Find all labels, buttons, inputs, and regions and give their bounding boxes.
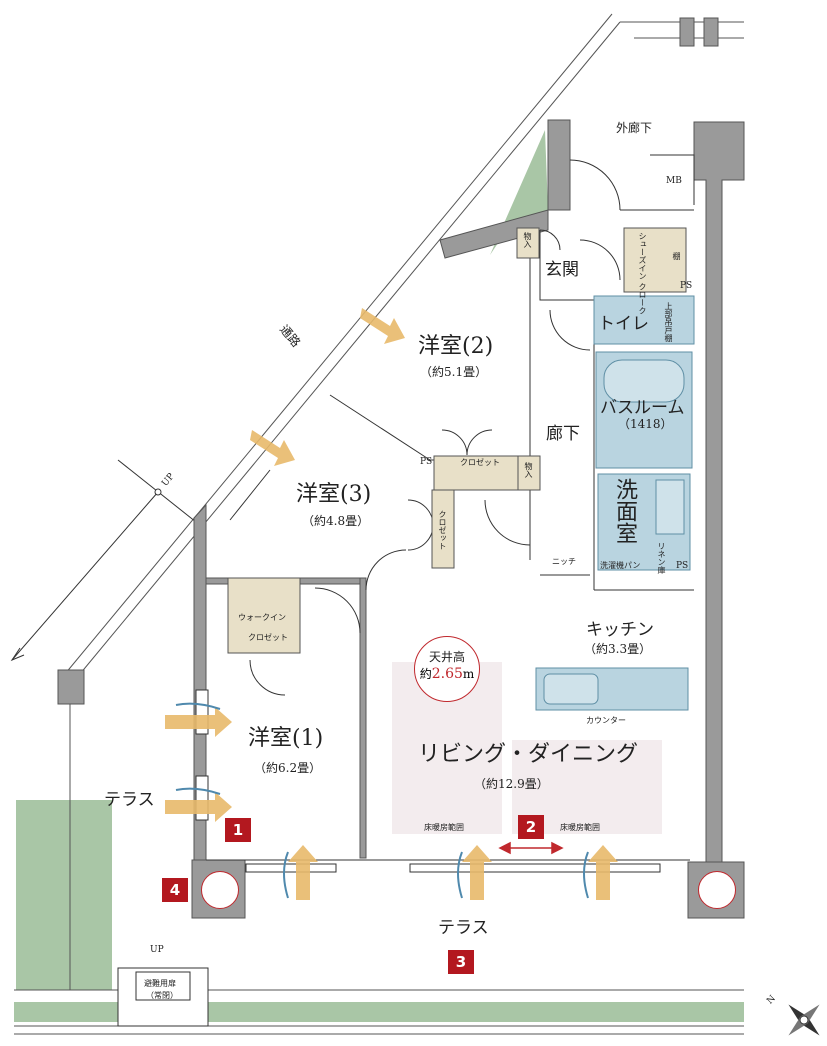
greenery-left bbox=[16, 800, 112, 990]
bathroom-label: バスルーム bbox=[600, 398, 685, 418]
walkin-line2: クロゼット bbox=[248, 633, 288, 642]
up-arrow-dot bbox=[154, 488, 162, 496]
closet-side-label: クロゼット bbox=[438, 510, 447, 550]
western1-area-label: （約6.2畳） bbox=[254, 761, 322, 775]
ps-top-label: PS bbox=[680, 281, 693, 291]
airflow-arrows bbox=[165, 308, 618, 900]
toilet-shelf-label: 上部吊戸棚 bbox=[664, 302, 673, 342]
bathroom-size-label: （1418） bbox=[618, 417, 673, 431]
outer-corridor-label: 外廊下 bbox=[616, 121, 653, 135]
ps-right-label: PS bbox=[676, 561, 689, 571]
marker-4: 4 bbox=[162, 878, 188, 902]
shoe-cloak-label: シューズイン クローク bbox=[638, 232, 647, 315]
terrace-bottom-label: テラス bbox=[438, 918, 489, 938]
column-top-2 bbox=[703, 17, 719, 47]
evac-line2: （常閉） bbox=[146, 991, 178, 1000]
up-bottom-label: UP bbox=[150, 945, 164, 955]
up-arrow-line bbox=[10, 459, 197, 662]
evac-door bbox=[117, 967, 209, 1027]
ceiling-height-badge: 天井高 約2.65m bbox=[414, 636, 480, 702]
wet-zones bbox=[535, 295, 695, 711]
western2-label: 洋室(2) bbox=[418, 334, 494, 359]
marker-1: 1 bbox=[225, 818, 251, 842]
compass-icon bbox=[788, 1004, 820, 1036]
ceiling-height-label: 天井高 bbox=[428, 650, 465, 664]
interior-lines bbox=[206, 154, 695, 861]
ceiling-height-prefix: 約 bbox=[419, 667, 432, 681]
ceiling-height-value-row: 約2.65m bbox=[415, 665, 479, 682]
western1-label: 洋室(1) bbox=[248, 726, 324, 751]
storage-entry-label: 物入 bbox=[523, 232, 532, 248]
closet-top-label: クロゼット bbox=[460, 458, 500, 467]
western3-area-label: （約4.8畳） bbox=[302, 514, 370, 528]
living-area-label: （約12.9畳） bbox=[474, 777, 549, 791]
washroom-label: 洗面室 bbox=[612, 478, 637, 544]
toilet-label: トイレ bbox=[598, 314, 649, 334]
washer-pan-label: 洗濯機パン bbox=[600, 561, 641, 570]
hallway-label: 廊下 bbox=[546, 424, 580, 444]
column-circle-left bbox=[201, 871, 239, 909]
kitchen-label: キッチン bbox=[586, 620, 654, 640]
floor-heat-left-label: 床暖房範囲 bbox=[424, 823, 464, 832]
greenery-bottom-right bbox=[206, 1002, 744, 1022]
niche-label: ニッチ bbox=[552, 557, 576, 566]
floor-heat-right-label: 床暖房範囲 bbox=[560, 823, 600, 832]
storage-mid-label: 物入 bbox=[524, 462, 533, 478]
storage-blocks bbox=[227, 227, 687, 654]
shelf-label: 棚 bbox=[672, 252, 681, 260]
ceiling-height-unit: m bbox=[462, 667, 475, 681]
mb-label: MB bbox=[666, 176, 682, 186]
entrance-label: 玄関 bbox=[545, 260, 579, 280]
evac-line1: 避難用扉 bbox=[144, 979, 176, 988]
column-left bbox=[57, 669, 85, 705]
greenery-bottom-left bbox=[14, 1002, 118, 1022]
double-arrow bbox=[498, 841, 564, 855]
ceiling-height-value: 2.65 bbox=[431, 666, 463, 682]
walkin-line1: ウォークイン bbox=[238, 613, 286, 622]
western2-area-label: （約5.1畳） bbox=[420, 365, 488, 379]
wind-lines bbox=[175, 702, 589, 899]
column-top-1 bbox=[679, 17, 695, 47]
marker-3: 3 bbox=[448, 950, 474, 974]
kitchen-area-label: （約3.3畳） bbox=[584, 642, 652, 656]
linen-label: リネン庫 bbox=[657, 542, 666, 574]
ps-mid-label: PS bbox=[420, 457, 433, 467]
living-label: リビング・ダイニング bbox=[418, 742, 639, 767]
terrace-left-label: テラス bbox=[104, 790, 155, 810]
column-circle-right bbox=[698, 871, 736, 909]
counter-label: カウンター bbox=[586, 716, 626, 725]
marker-2: 2 bbox=[518, 815, 544, 839]
western3-label: 洋室(3) bbox=[296, 482, 372, 507]
